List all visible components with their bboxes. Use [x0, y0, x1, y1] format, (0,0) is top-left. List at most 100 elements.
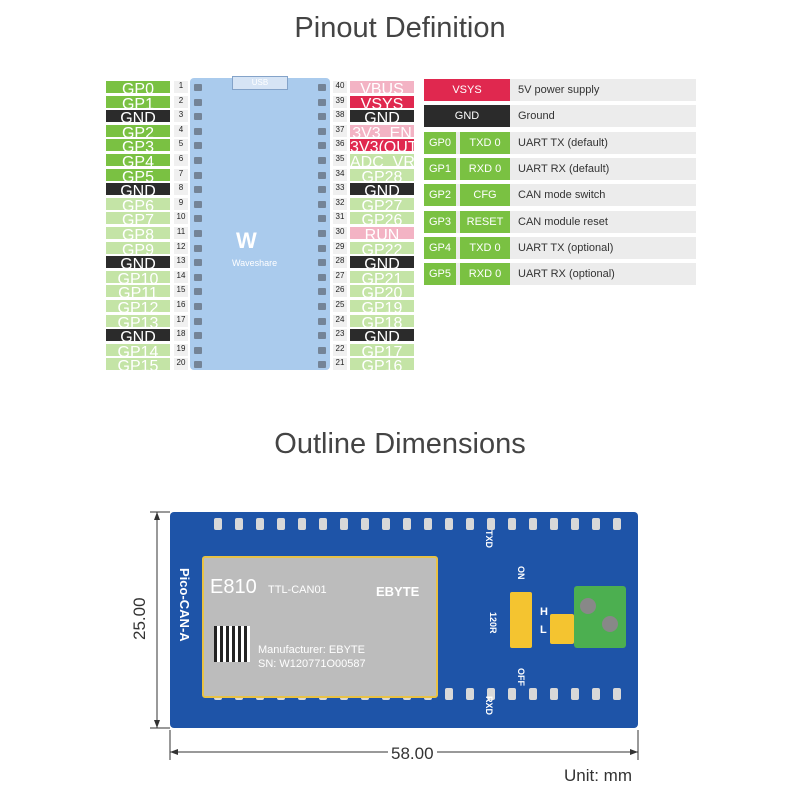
can-jumper[interactable] — [550, 614, 574, 644]
right-pad — [318, 288, 326, 296]
legend-function: RXD 0 — [460, 157, 510, 180]
right-pin-number: 21 — [333, 358, 347, 371]
left-pin-label: GND — [106, 256, 170, 273]
left-pin-label: GP7 — [106, 212, 170, 229]
right-pin-label: GND — [350, 110, 414, 127]
pcb-pin-bottom — [592, 688, 600, 700]
h-label: H — [540, 606, 548, 618]
pcb-pin-top — [319, 518, 327, 530]
pcb-pin-bottom — [529, 688, 537, 700]
jumper-block[interactable] — [510, 592, 532, 648]
right-pin-number: 26 — [333, 285, 347, 298]
left-pad — [194, 303, 202, 310]
left-pad — [194, 273, 202, 281]
right-pin-number: 36 — [333, 139, 347, 152]
width-dimension: 58.00 — [388, 744, 437, 764]
right-pad — [318, 98, 326, 106]
right-pin-number: 22 — [333, 343, 347, 356]
outline-title: Outline Dimensions — [274, 428, 526, 460]
left-pin-number: 16 — [174, 300, 188, 312]
board-brand: Waveshare — [232, 258, 278, 268]
left-pin-number: 19 — [174, 343, 188, 356]
pcb-pin-top — [487, 518, 495, 530]
left-pin-number: 13 — [174, 256, 188, 269]
legend-description: UART RX (optional) — [518, 268, 615, 281]
right-pin-label: GP19 — [350, 300, 414, 317]
pcb-pin-top — [277, 518, 285, 530]
right-pin-number: 27 — [333, 270, 347, 283]
right-pin-label: GP18 — [350, 314, 414, 332]
legend-function: TXD 0 — [460, 236, 510, 259]
right-pad — [318, 346, 326, 354]
left-pin-number: 2 — [174, 95, 188, 108]
legend-description: 5V power supply — [518, 84, 600, 96]
right-pin-label: VBUS — [350, 81, 414, 98]
legend-pin: GP0 — [424, 131, 456, 154]
legend-function: RXD 0 — [460, 263, 510, 286]
right-pin-label: GP27 — [350, 197, 414, 215]
right-pad — [318, 127, 326, 135]
right-pad — [318, 200, 326, 208]
left-pad — [194, 200, 202, 208]
pcb-pin-top — [235, 518, 243, 530]
legend-function: CFG — [460, 184, 510, 207]
right-pin-label: 3V3_EN — [350, 124, 414, 142]
left-pad — [194, 259, 202, 267]
right-pin-number: 28 — [333, 256, 347, 269]
left-pad — [194, 84, 202, 91]
right-pad — [318, 317, 326, 325]
terminal-screw-1 — [580, 598, 596, 614]
left-pad — [194, 171, 202, 179]
left-pin-label: GP1 — [106, 95, 170, 113]
right-pad — [318, 259, 326, 267]
legend-pin: GP1 — [424, 157, 456, 180]
legend-description: UART TX (optional) — [518, 241, 614, 254]
left-pad — [194, 288, 202, 296]
right-pad — [318, 113, 326, 121]
right-pin-label: VSYS — [350, 95, 414, 113]
left-pin-number: 17 — [174, 314, 188, 327]
unit-label: Unit: mm — [564, 766, 632, 785]
pcb-pin-top — [613, 518, 621, 530]
right-pin-number: 38 — [333, 110, 347, 123]
right-pad — [318, 230, 326, 237]
pcb-pin-top — [550, 518, 558, 530]
pcb-name: Pico-CAN-A — [177, 568, 192, 642]
legend-pin: GP3 — [424, 210, 456, 233]
right-pin-number: 31 — [333, 212, 347, 225]
legend-pin: GP2 — [424, 184, 456, 207]
left-pin-label: GP3 — [106, 139, 170, 156]
pcb-pin-bottom — [466, 688, 474, 700]
right-pin-label: GP16 — [350, 358, 414, 375]
pcb-pin-top — [340, 518, 348, 530]
terminal-block[interactable] — [574, 586, 626, 648]
legend-description: Ground — [518, 110, 555, 123]
arrow-right — [630, 749, 638, 755]
left-pin-number: 12 — [174, 241, 188, 254]
legend-description: UART TX (default) — [518, 136, 608, 149]
left-pin-label: GP15 — [106, 358, 170, 375]
left-pin-number: 15 — [174, 285, 188, 298]
left-pin-number: 20 — [174, 358, 188, 371]
left-pin-number: 9 — [174, 197, 188, 210]
right-pin-number: 32 — [333, 197, 347, 210]
pcb-pin-bottom — [613, 688, 621, 700]
left-pin-label: GP12 — [106, 300, 170, 317]
txd-label: TXD — [484, 530, 494, 548]
right-pad — [318, 157, 326, 164]
pcb-pin-top — [424, 518, 432, 530]
pcb-pin-top — [529, 518, 537, 530]
legend-pin: VSYS — [424, 79, 510, 101]
right-pin-number: 35 — [333, 154, 347, 166]
pcb-pin-top — [592, 518, 600, 530]
left-pin-label: GP8 — [106, 227, 170, 244]
right-pad — [318, 142, 326, 150]
left-pin-label: GP9 — [106, 241, 170, 259]
legend-row: VSYS 5V power supply — [424, 79, 696, 101]
left-pin-number: 4 — [174, 124, 188, 137]
right-pad — [318, 273, 326, 281]
arrow-up — [154, 512, 160, 520]
legend-function: TXD 0 — [460, 131, 510, 154]
